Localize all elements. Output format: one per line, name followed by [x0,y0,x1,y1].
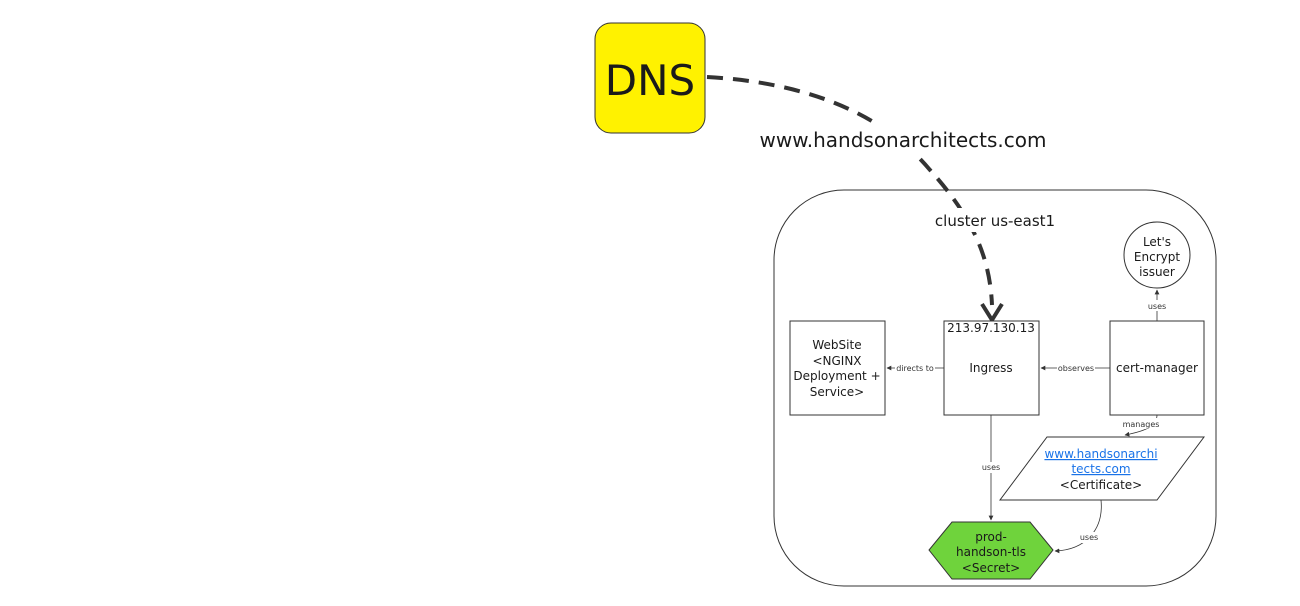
website-box [789,320,886,416]
website-line-2: <NGINX [812,354,861,368]
edge-cert-uses-label: uses [1080,533,1098,542]
certificate-node: www.handsonarchi tects.com <Certificate> [999,436,1205,501]
issuer-line-2: Encrypt [1134,250,1180,264]
ingress-label: Ingress [969,361,1012,375]
ingress-ip: 213.97.130.13 [947,321,1035,335]
edge-uses-issuer-backdrop [1145,300,1169,311]
edge-uses-issuer-label: uses [1148,302,1166,311]
dns-connector-arrowhead [980,302,1004,324]
cert-manager-node: cert-manager [1109,320,1205,416]
secret-shape [928,521,1054,580]
website-line-4: Service> [810,385,864,399]
dns-box [594,22,706,134]
cert-manager-label: cert-manager [1116,361,1198,375]
website-line-1: WebSite [812,338,861,352]
cluster-container [773,189,1217,587]
cluster-label: cluster us-east1 [935,212,1055,230]
secret-line-3: <Secret> [962,561,1020,575]
dns-label: DNS [605,56,695,105]
certificate-link-line-1[interactable]: www.handsonarchi [1044,447,1157,461]
domain-label: www.handsonarchitects.com [760,128,1047,152]
cert-manager-box [1109,320,1205,416]
website-node: WebSite <NGINX Deployment + Service> [789,320,886,416]
dns-to-ingress-connector [706,75,994,306]
issuer-circle [1123,221,1191,289]
secret-node: prod- handson-tls <Secret> [928,521,1054,580]
secret-line-2: handson-tls [956,545,1026,559]
secret-line-1: prod- [975,530,1007,544]
edge-uses-secret-backdrop [979,462,1003,473]
certificate-shape [999,436,1205,501]
edge-manages-label: manages [1123,420,1160,429]
cluster-label-backdrop [940,208,1050,232]
edge-directs-to-label: directs to [896,364,934,373]
issuer-line-1: Let's [1143,235,1171,249]
edge-cert-uses-backdrop [1077,532,1101,543]
edge-observes-backdrop [1057,362,1095,373]
edge-manages-backdrop [1122,418,1160,429]
issuer-line-3: issuer [1139,265,1175,279]
domain-label-backdrop [760,124,1045,156]
website-line-3: Deployment + [793,369,880,383]
certificate-link-line-2[interactable]: tects.com [1071,462,1130,476]
edge-cert-uses [1054,499,1102,554]
dns-node: DNS [594,22,706,134]
certificate-type: <Certificate> [1060,478,1142,492]
ingress-node: 213.97.130.13 Ingress [943,320,1040,416]
edge-uses-secret-label: uses [982,463,1000,472]
edge-observes-label: observes [1058,364,1094,373]
edge-directs-to-backdrop [895,362,935,373]
issuer-node: Let's Encrypt issuer [1123,221,1191,289]
